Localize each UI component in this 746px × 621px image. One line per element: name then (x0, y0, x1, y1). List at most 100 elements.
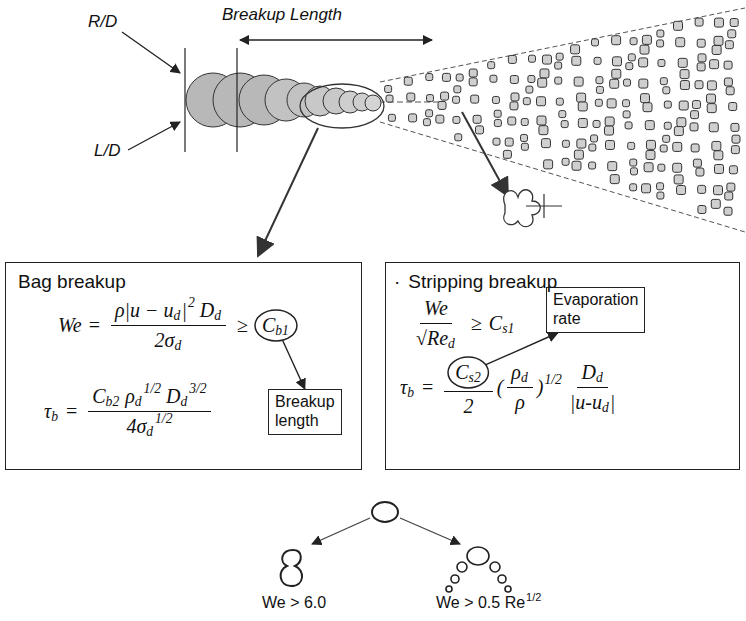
droplet (562, 158, 569, 165)
droplet (488, 62, 495, 69)
annotation-text: L/D (94, 141, 120, 161)
droplet (426, 110, 433, 117)
droplet (658, 164, 665, 171)
equation-term: 2 (463, 395, 473, 418)
droplet (407, 93, 415, 101)
droplet (608, 162, 617, 171)
annotation-text: 1/2 (526, 591, 541, 603)
equation-term: ρ (125, 385, 135, 408)
panel-heading: · (394, 271, 400, 293)
droplet (678, 58, 687, 67)
spray-cone-edge (380, 122, 745, 232)
droplet (676, 38, 685, 47)
droplet (639, 58, 648, 67)
droplet (712, 141, 721, 150)
droplet (454, 86, 461, 93)
equation-term: d (521, 370, 528, 386)
equation-term: d (596, 370, 603, 386)
equation-term: We (424, 297, 448, 320)
droplet (691, 144, 699, 152)
numerator: ρd (507, 361, 532, 388)
droplet (607, 99, 616, 108)
droplet (724, 61, 732, 69)
droplet (589, 162, 596, 169)
stripped-droplet (451, 575, 459, 583)
droplet (386, 95, 393, 102)
droplet (728, 30, 736, 38)
droplet (628, 54, 635, 61)
droplet (714, 18, 723, 27)
droplet (508, 55, 516, 63)
droplet (640, 45, 649, 54)
droplet (426, 74, 433, 81)
denominator: |u-ud| (566, 388, 619, 414)
equation-row: τb=Cs22(ρdρ)1/2Dd|u-ud| (400, 357, 623, 418)
droplet (455, 134, 462, 141)
droplet (628, 142, 635, 149)
droplet (730, 19, 738, 27)
droplet (511, 93, 519, 101)
droplet (574, 77, 583, 86)
equation-term: √Re (416, 327, 448, 350)
droplet (469, 78, 477, 86)
equation-term: Evaporation rate (553, 291, 638, 329)
droplet (556, 98, 563, 105)
droplet (578, 119, 587, 128)
fraction: Cb2ρd1/2Dd3/24σd1/2 (88, 385, 210, 438)
equation-term: d (214, 308, 221, 324)
annotation-text: We > 6.0 (262, 594, 326, 612)
callout-box: Evaporation rate (546, 287, 645, 333)
droplet (658, 59, 665, 66)
droplet (476, 126, 484, 134)
droplet (707, 94, 716, 103)
droplet (712, 45, 721, 54)
droplet (644, 163, 653, 172)
equation-term: 1/2 (155, 411, 172, 427)
stripped-ligament (504, 190, 541, 227)
droplet (697, 39, 705, 47)
equation-term: C (262, 314, 275, 337)
equation-term: ) (537, 376, 544, 399)
droplet (453, 116, 460, 123)
annotation-text: Breakup Length (222, 5, 342, 25)
droplet (709, 123, 718, 132)
droplet (724, 207, 732, 215)
equation-term: d (602, 400, 609, 416)
equation-term: 2σ (155, 329, 175, 352)
equation-term: s2 (469, 370, 481, 386)
pointer-arrow (462, 112, 508, 196)
droplet (494, 110, 501, 117)
droplet (577, 139, 586, 148)
equation-row: We=ρ|u − ud|2Dd2σd≥Cb1 (58, 299, 297, 352)
annotation-text: R/D (88, 12, 117, 32)
spray-jet (186, 8, 745, 232)
connector-arrow (283, 340, 305, 389)
stripping-breakup-panel: ·Stripping breakupWe√Red≥Cs1τb=Cs22(ρdρ)… (385, 262, 740, 470)
droplet (714, 164, 723, 173)
equation-term: | (181, 299, 187, 322)
equation-term: D (166, 385, 180, 408)
droplet (526, 86, 533, 93)
droplet (537, 97, 546, 106)
droplet (714, 151, 723, 160)
stripped-droplet (490, 562, 500, 572)
leader-arrow (128, 122, 180, 150)
equation-row: τb=Cb2ρd1/2Dd3/24σd1/2 (44, 385, 215, 438)
droplet (523, 98, 530, 105)
droplet (595, 99, 602, 106)
droplet (574, 150, 583, 159)
droplet (725, 192, 733, 200)
droplet (537, 116, 546, 125)
equation-term: 1/2 (144, 381, 161, 397)
panel-heading: Bag breakup (18, 271, 126, 293)
droplet (490, 75, 497, 82)
equation-term: ρ (511, 361, 521, 384)
droplet (697, 63, 705, 71)
equation-term: s1 (502, 321, 514, 337)
droplet (385, 86, 392, 93)
droplet (657, 40, 664, 47)
connector-arrow (486, 333, 558, 365)
numerator: ρ|u − ud|2Dd (111, 299, 226, 326)
droplet-symbol (372, 502, 398, 522)
droplet (679, 101, 688, 110)
